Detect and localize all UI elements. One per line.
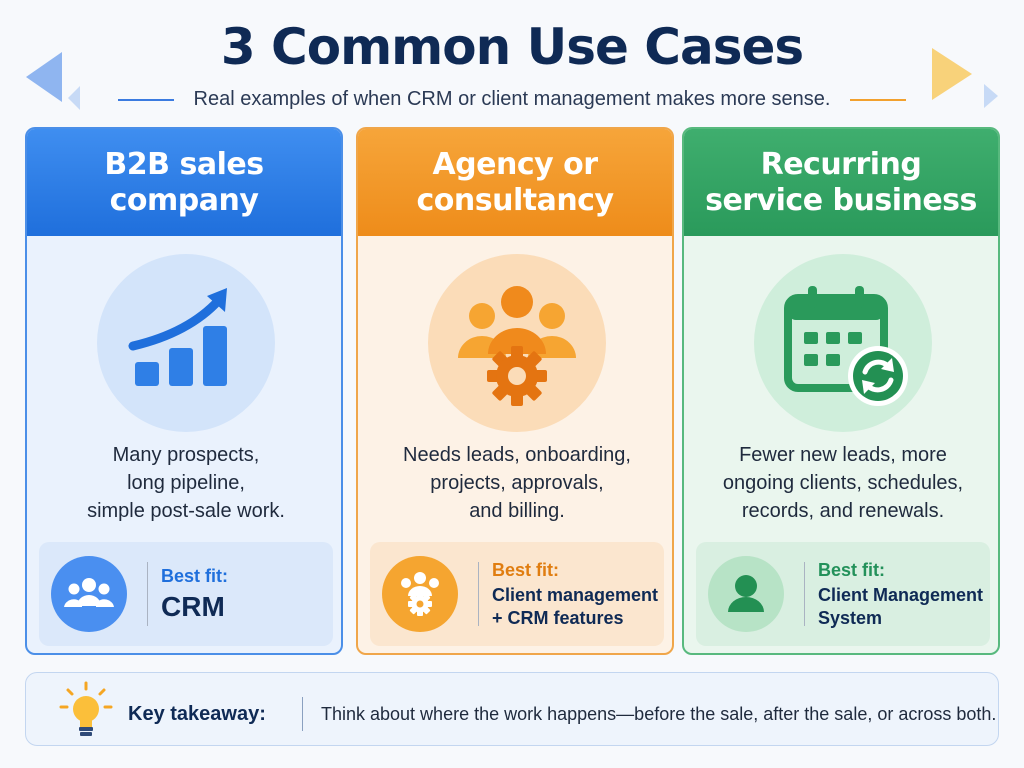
key-takeaway-banner: Key takeaway: Think about where the work… (25, 672, 999, 746)
best-fit-divider (478, 562, 479, 626)
best-fit-divider (147, 562, 148, 626)
right-arrow-decoration-icon (932, 48, 998, 108)
best-fit-value: Client Management System (818, 585, 984, 628)
growth-chart-icon (97, 254, 275, 432)
page-title: 3 Common Use Cases (220, 18, 804, 76)
best-fit-box: Best fit: Client Management System (696, 542, 990, 646)
best-fit-label: Best fit: (492, 560, 559, 580)
subtitle-left-rule (118, 99, 174, 101)
card-description: Needs leads, onboarding, projects, appro… (403, 444, 631, 522)
left-arrow-decoration-icon (26, 52, 80, 110)
group-icon (51, 556, 127, 632)
best-fit-box: Best fit: CRM (39, 542, 333, 646)
best-fit-box: Best fit: Client management + CRM featur… (370, 542, 664, 646)
best-fit-label: Best fit: (161, 566, 228, 586)
team-gear-icon (428, 254, 606, 432)
use-case-card-agency: Agency or consultancy Needs leads, onboa… (356, 127, 674, 655)
use-case-card-b2b: B2B sales company Many prospects, long p… (25, 127, 343, 655)
best-fit-value: CRM (161, 591, 225, 622)
team-gear-icon (382, 556, 458, 632)
person-icon (708, 556, 784, 632)
takeaway-divider (302, 697, 303, 731)
calendar-refresh-icon (754, 254, 932, 432)
card-description: Many prospects, long pipeline, simple po… (87, 444, 285, 522)
card-description: Fewer new leads, more ongoing clients, s… (722, 444, 964, 522)
takeaway-label: Key takeaway: (128, 703, 266, 725)
use-case-card-recurring: Recurring service business Fewer new lea… (682, 127, 1000, 655)
best-fit-divider (804, 562, 805, 626)
card-title: B2B sales company (27, 129, 341, 236)
card-title: Recurring service business (684, 129, 998, 236)
best-fit-label: Best fit: (818, 560, 885, 580)
subtitle-right-rule (850, 99, 906, 101)
card-title: Agency or consultancy (358, 129, 672, 236)
page-subtitle: Real examples of when CRM or client mana… (193, 88, 831, 110)
lightbulb-icon (59, 681, 113, 736)
best-fit-value: Client management + CRM features (492, 585, 659, 628)
takeaway-text: Think about where the work happens—befor… (321, 704, 997, 724)
subtitle-row: Real examples of when CRM or client mana… (0, 84, 1024, 114)
